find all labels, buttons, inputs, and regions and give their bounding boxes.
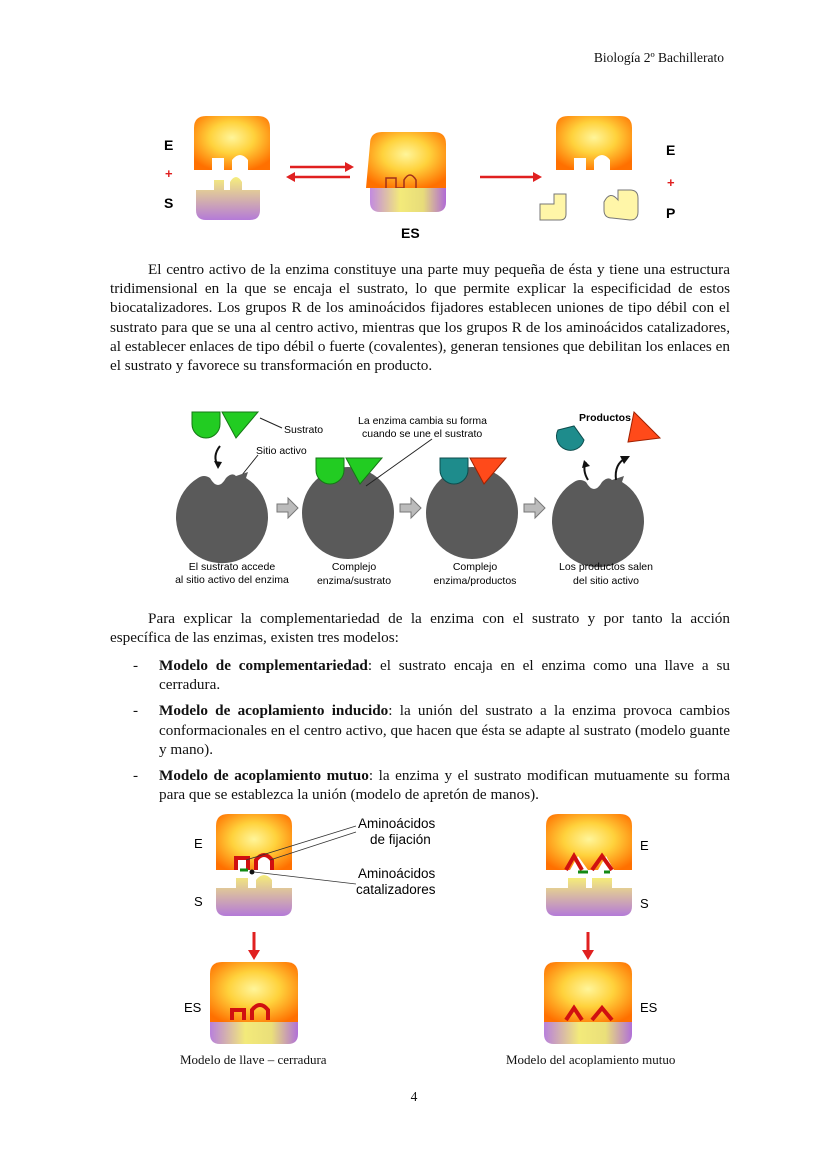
- enzyme-label: E: [164, 137, 173, 153]
- model-title: Modelo de acoplamiento mutuo: [159, 767, 369, 785]
- caption-acoplamiento-mutuo: Modelo del acoplamiento mutuo: [506, 1052, 676, 1067]
- substrate-binding-diagram: Sustrato Sitio activo La enzima cambia s…: [175, 410, 662, 587]
- product-orange: [627, 410, 662, 443]
- right-complex-label: ES: [640, 1000, 658, 1015]
- left-complex-label: ES: [184, 1000, 202, 1015]
- left-enzyme-label: E: [194, 836, 203, 851]
- step4-caption-1: Los productos salen: [559, 561, 653, 573]
- label-cambia-1: La enzima cambia su forma: [358, 415, 487, 427]
- label-productos: Productos: [579, 412, 631, 424]
- label-cambia-2: cuando se une el sustrato: [362, 428, 482, 440]
- label-sustrato: Sustrato: [284, 424, 323, 436]
- enzyme-free-label: E: [666, 142, 675, 158]
- es-complex-enzyme: [366, 132, 446, 188]
- model-acoplamiento-inducido: -Modelo de acoplamiento inducido: la uni…: [133, 702, 731, 758]
- step2-caption-2: enzima/sustrato: [317, 575, 391, 587]
- product-1: [539, 193, 567, 221]
- product-2: [603, 189, 639, 221]
- substrate-shape: [196, 177, 260, 220]
- fijacion-label-1: Aminoácidos: [358, 816, 436, 831]
- models-list: -Modelo de complementariedad: el sustrat…: [110, 656, 730, 811]
- plus-sign: +: [165, 166, 173, 181]
- step4-caption-2: del sitio activo: [573, 575, 639, 587]
- plus-sign-2: +: [667, 175, 675, 190]
- models-comparison-diagram: E S ES Aminoácidos de fijación Aminoácid…: [184, 814, 658, 1044]
- complex-label: ES: [401, 225, 420, 241]
- enzyme-step4: [552, 476, 644, 568]
- step1-caption-2: al sitio activo del enzima: [175, 574, 289, 586]
- gray-arrow-2: [399, 496, 422, 520]
- enzyme-step1: [176, 472, 268, 564]
- fijacion-label-2: de fijación: [370, 832, 431, 847]
- product-label: P: [666, 205, 675, 221]
- gray-arrow-3: [523, 496, 546, 520]
- gray-arrow-1: [276, 496, 299, 520]
- enzyme-step2: [302, 467, 394, 559]
- left-complex-substrate: [210, 1022, 298, 1044]
- right-complex-substrate: [544, 1022, 632, 1044]
- page-number: 4: [410, 1089, 418, 1104]
- model-acoplamiento-mutuo: -Modelo de acoplamiento mutuo: la enzima…: [133, 767, 730, 804]
- paragraph-centro-activo: El centro activo de la enzima constituye…: [110, 261, 730, 375]
- step1-caption-1: El sustrato accede: [189, 561, 276, 573]
- left-substrate-label: S: [194, 894, 203, 909]
- right-enzyme-label: E: [640, 838, 649, 853]
- model-title: Modelo de complementariedad: [159, 657, 368, 674]
- enzyme-shape: [194, 116, 270, 170]
- enzyme-free-shape: [556, 116, 632, 170]
- enzyme-reaction-diagram: E + S ES E + P: [164, 116, 675, 241]
- catalizadores-label-2: catalizadores: [356, 882, 436, 897]
- substrate-green-semicircle: [191, 411, 221, 439]
- right-substrate-label: S: [640, 896, 649, 911]
- left-substrate: [216, 875, 292, 916]
- model-title: Modelo de acoplamiento inducido: [159, 702, 389, 720]
- product-teal: [556, 425, 585, 451]
- right-substrate: [546, 878, 632, 916]
- model-complementariedad: -Modelo de complementariedad: el sustrat…: [133, 657, 730, 694]
- paragraph-modelos-intro: Para explicar la complementariedad de la…: [110, 610, 730, 647]
- right-enzyme: [546, 814, 632, 870]
- substrate-green-triangle: [221, 411, 260, 439]
- catalizadores-label-1: Aminoácidos: [358, 866, 436, 881]
- enzyme-step3: [426, 467, 518, 559]
- page-header: Biología 2º Bachillerato: [593, 50, 724, 65]
- es-complex-substrate: [370, 188, 446, 212]
- step2-caption-1: Complejo: [332, 561, 377, 573]
- label-sitio-activo: Sitio activo: [256, 445, 307, 457]
- step3-caption-1: Complejo: [453, 561, 498, 573]
- step3-caption-2: enzima/productos: [434, 575, 517, 587]
- substrate-label: S: [164, 195, 173, 211]
- left-complex: [210, 962, 298, 1022]
- caption-llave-cerradura: Modelo de llave – cerradura: [180, 1052, 327, 1067]
- right-complex: [544, 962, 632, 1022]
